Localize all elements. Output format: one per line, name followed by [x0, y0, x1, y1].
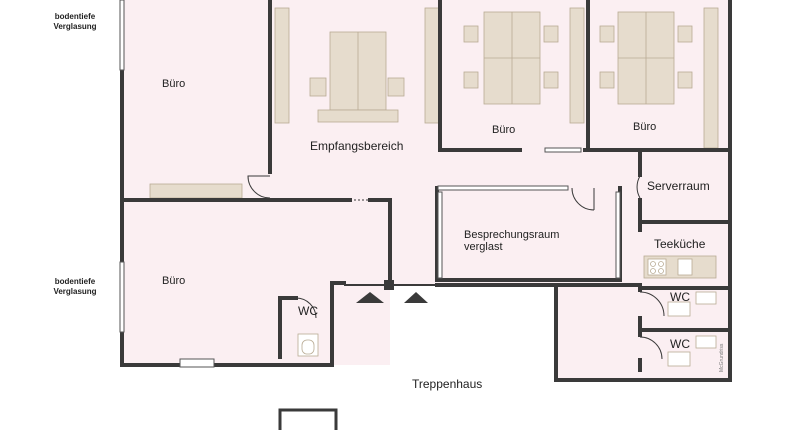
room-label-reception: Empfangsbereich — [310, 139, 404, 153]
room-label-tea-kitchen: Teeküche — [654, 237, 706, 251]
room-label-wc-left: WC — [298, 304, 318, 318]
watermark-text: McGrundriss — [719, 343, 725, 372]
walls — [120, 0, 732, 382]
room-label-office-bottom-left: Büro — [162, 275, 186, 287]
room-label-server-room: Serverraum — [647, 179, 710, 193]
room-label-wc-right-top: WC — [670, 290, 690, 304]
area-label-stairwell: Treppenhaus — [412, 377, 483, 391]
room-label-wc-right-bottom: WC — [670, 337, 690, 351]
entrance-arrows — [344, 280, 440, 303]
furniture — [149, 7, 719, 367]
glazing-label-mid: bodentiefe Verglasung — [53, 277, 97, 296]
room-label-office-mid: Büro — [492, 124, 516, 136]
room-label-office-right: Büro — [633, 121, 657, 133]
room-label-office-top-left: Büro — [162, 78, 186, 90]
room-label-meeting-line2: verglast — [464, 241, 503, 253]
glazing-label-top: bodentiefe Verglasung — [53, 12, 97, 31]
glazing — [119, 0, 621, 368]
stair-box — [278, 408, 338, 430]
doors — [247, 175, 665, 360]
room-label-meeting-line1: Besprechungsraum — [464, 229, 560, 241]
